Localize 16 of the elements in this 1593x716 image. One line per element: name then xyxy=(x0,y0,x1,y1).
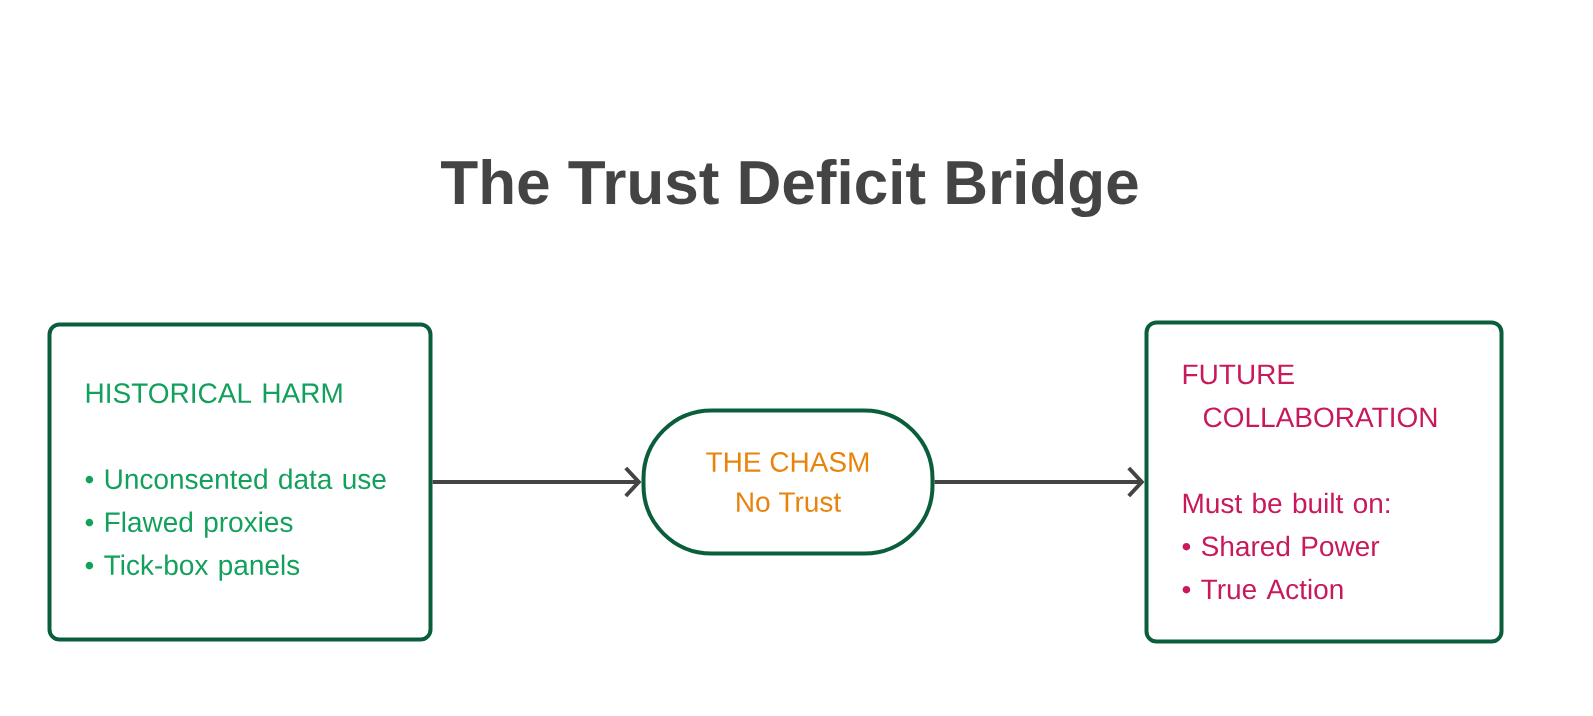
list-item: • Unconsented data use xyxy=(85,468,386,490)
process-box xyxy=(47,322,433,642)
arrow xyxy=(934,466,1145,498)
pill-text: No Trust xyxy=(737,492,841,512)
pill-text: THE CHASM xyxy=(706,452,869,472)
arrow xyxy=(432,466,642,498)
list-item: • Tick-box panels xyxy=(85,554,300,581)
box-heading: FUTURE COLLABORATION xyxy=(1183,364,1437,428)
list-item: • True Action xyxy=(1182,578,1343,600)
list-item: • Flawed proxies xyxy=(85,511,293,538)
list-item: Must be built on: xyxy=(1183,492,1389,514)
box-heading: HISTORICAL HARM xyxy=(86,383,342,404)
title: The Trust Deficit Bridge xyxy=(441,158,1138,218)
process-box xyxy=(1144,320,1504,644)
terminal-pill xyxy=(641,408,935,556)
list-item: • Shared Power xyxy=(1182,535,1380,557)
